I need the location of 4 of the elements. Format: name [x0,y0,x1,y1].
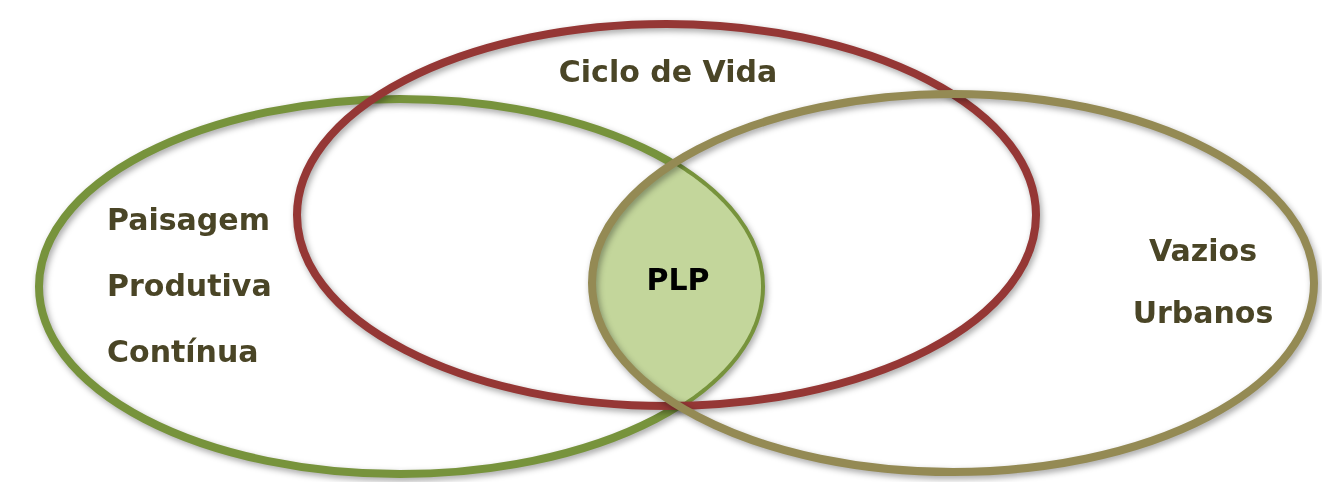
intersection-label: PLP [645,261,711,299]
set-label: Paisagem Produtiva Contínua [107,201,273,371]
set-label: Vazios Urbanos [1131,232,1275,332]
set-label: Ciclo de Vida [557,53,779,91]
